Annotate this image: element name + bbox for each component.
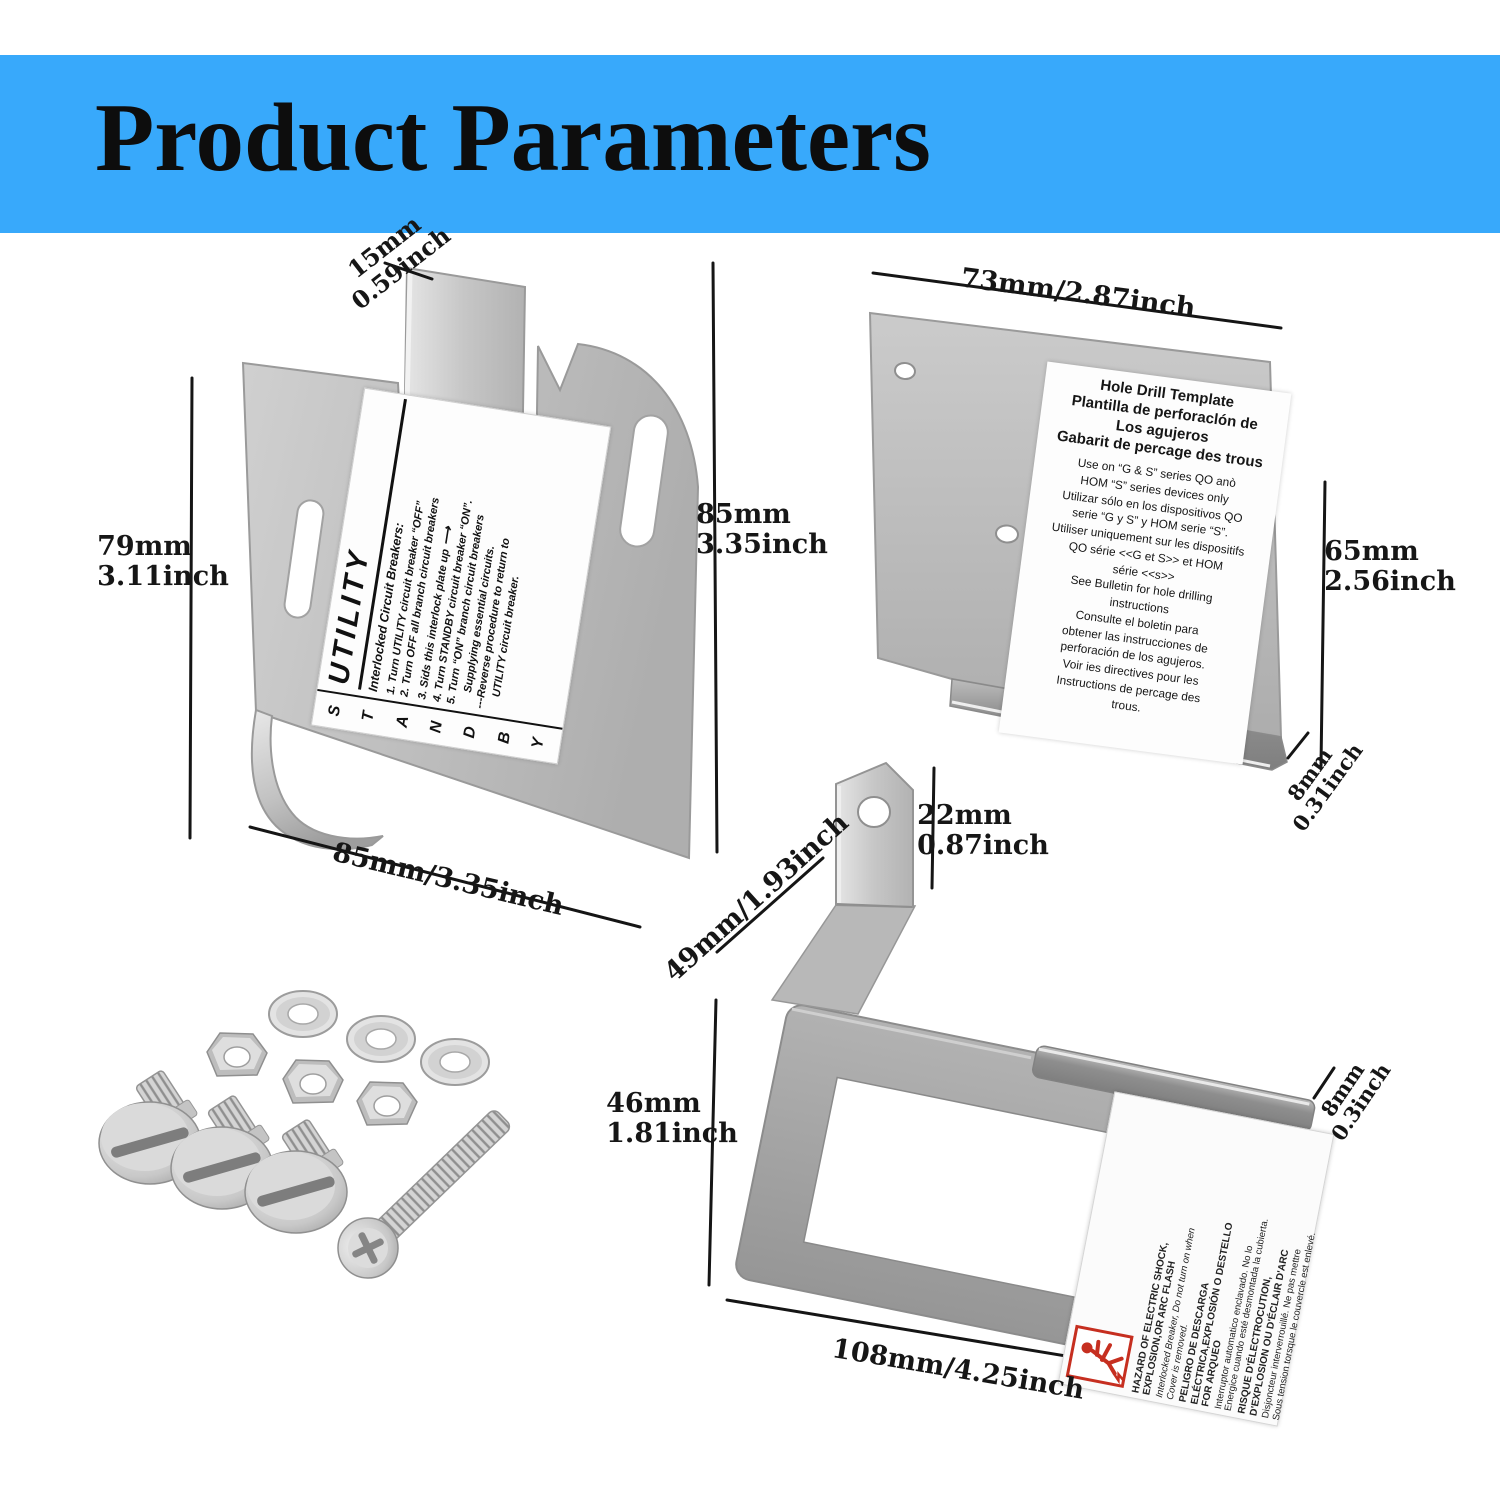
hole (857, 796, 891, 828)
hole-drill-template-label: Hole Drill Template Plantilla de perfora… (998, 361, 1292, 765)
page-title: Product Parameters (95, 84, 931, 191)
electric-shock-hazard-icon (1065, 1324, 1134, 1389)
bracket-arm (770, 761, 917, 1015)
interlock-plate-flange (250, 708, 384, 851)
dim-bracket-tab: 22mm 0.87inch (917, 799, 1049, 861)
hole (894, 361, 916, 381)
slot (283, 499, 325, 619)
interlock-instruction-label: S T A N D B Y UTILITY Interlocked Circui… (310, 387, 612, 765)
dim-bracket-left: 46mm 1.81inch (606, 1087, 738, 1149)
hole (995, 524, 1019, 544)
banner: Product Parameters (0, 55, 1500, 233)
up-arrow-icon: ⟶ (437, 525, 456, 547)
dimension-lines (188, 261, 1336, 1379)
dim-interlock-right: 85mm 3.35inch (696, 498, 828, 560)
hardware-set (98, 990, 511, 1279)
dim-template-right: 65mm 2.56inch (1324, 535, 1456, 597)
machine-screw (337, 1110, 511, 1279)
hazard-warning-label: HAZARD OF ELECTRIC SHOCK, EXPLOSION,OR A… (1057, 1091, 1335, 1427)
slot (619, 414, 669, 548)
dim-interlock-left: 79mm 3.11inch (97, 530, 229, 592)
